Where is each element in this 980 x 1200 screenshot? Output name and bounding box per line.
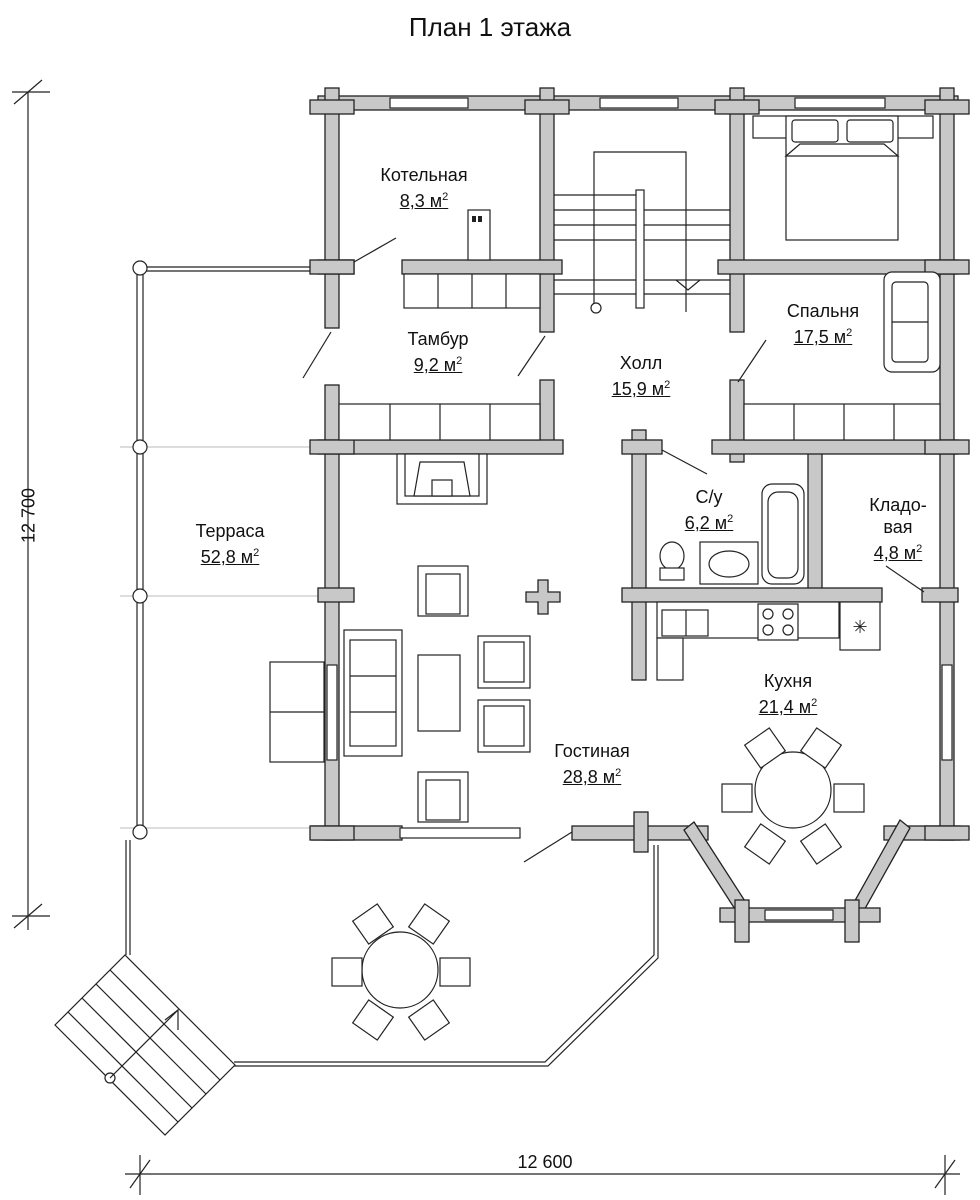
terrace-dining-set bbox=[331, 903, 471, 1041]
bedroom-furniture bbox=[743, 115, 941, 441]
room-bedroom-area: 17,5 м2 bbox=[793, 327, 853, 347]
room-boiler-area: 8,3 м2 bbox=[399, 191, 449, 211]
room-kitchen-name: Кухня bbox=[763, 671, 813, 691]
room-bedroom-name: Спальня bbox=[786, 301, 860, 321]
room-living-area: 28,8 м2 bbox=[562, 767, 622, 787]
room-living: Гостиная 28,8 м2 bbox=[554, 740, 630, 788]
bathroom-fixtures bbox=[659, 483, 805, 585]
room-hall: Холл 15,9 м2 bbox=[612, 352, 671, 400]
living-furniture bbox=[269, 565, 531, 823]
room-hall-area: 15,9 м2 bbox=[611, 379, 671, 399]
room-storage-area: 4,8 м2 bbox=[873, 543, 923, 563]
walls bbox=[309, 87, 970, 943]
room-bathroom-name: С/у bbox=[695, 487, 723, 507]
room-vestibule: Тамбур 9,2 м2 bbox=[407, 328, 468, 376]
room-living-name: Гостиная bbox=[554, 741, 630, 761]
room-bedroom: Спальня 17,5 м2 bbox=[787, 300, 859, 348]
room-bathroom-area: 6,2 м2 bbox=[684, 513, 734, 533]
staircase bbox=[554, 151, 730, 314]
room-boiler-name: Котельная bbox=[380, 165, 468, 185]
terrace-outline bbox=[120, 260, 659, 1067]
kitchen-dining-set bbox=[721, 727, 865, 865]
kitchen-units: ✳ bbox=[656, 601, 881, 681]
room-terrace: Терраса 52,8 м2 bbox=[195, 520, 264, 568]
plan-title: План 1 этажа bbox=[408, 12, 572, 42]
room-vestibule-name: Тамбур bbox=[407, 329, 469, 349]
room-boiler: Котельная 8,3 м2 bbox=[380, 164, 467, 212]
doors bbox=[302, 237, 925, 863]
dimension-height-label: 12 700 bbox=[18, 487, 39, 544]
room-kitchen-area: 21,4 м2 bbox=[758, 697, 818, 717]
fireplace bbox=[396, 453, 488, 505]
room-vestibule-area: 9,2 м2 bbox=[413, 355, 463, 375]
room-kitchen: Кухня 21,4 м2 bbox=[759, 670, 818, 718]
entry-steps bbox=[54, 954, 236, 1136]
room-storage: Кладо- вая 4,8 м2 bbox=[869, 494, 927, 564]
dimension-width-label: 12 600 bbox=[517, 1152, 573, 1172]
dimension-lines bbox=[12, 79, 960, 1195]
room-bathroom: С/у 6,2 м2 bbox=[685, 486, 734, 534]
room-hall-name: Холл bbox=[619, 353, 663, 373]
room-terrace-area: 52,8 м2 bbox=[200, 547, 260, 567]
svg-text:✳: ✳ bbox=[852, 617, 867, 637]
vestibule-wardrobe bbox=[338, 403, 541, 441]
room-terrace-name: Терраса bbox=[195, 521, 265, 541]
room-storage-name: Кладо- вая bbox=[869, 495, 927, 537]
boiler-equipment bbox=[403, 209, 541, 309]
